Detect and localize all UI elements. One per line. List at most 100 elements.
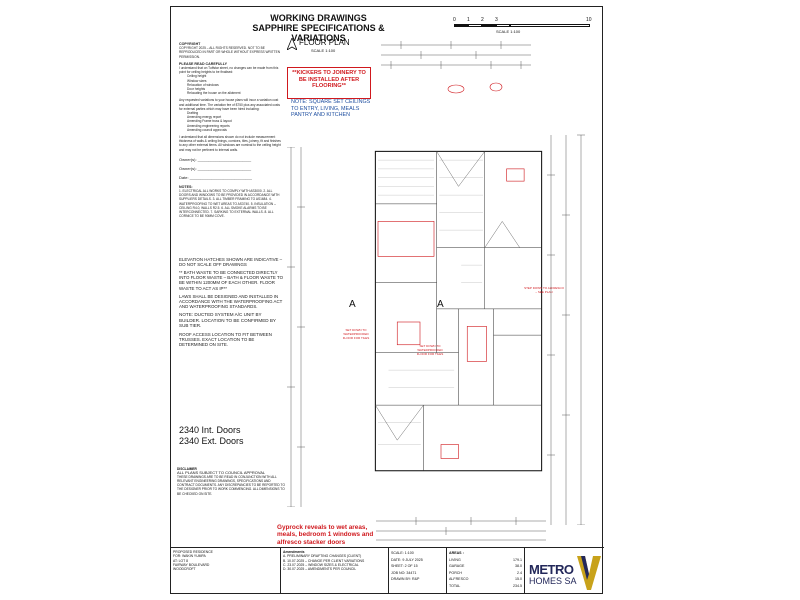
scale-bar: 0 1 2 3 10 SCALE 1:100 [453,17,592,35]
bullet-item: Door heights [187,87,206,92]
please-heading: PLEASE READ CAREFULLY [179,61,227,66]
understand-text: I understand that all dimensions shown d… [179,135,281,152]
logo-chevron-icon [577,556,601,590]
red-note: STEP DOWN TO ALFRESCO – SEE PLAN [524,286,564,294]
scale-segment [510,24,590,27]
amendment-item: B. 10.07.2025 – CHANGE PER CLIENT VARIAT… [283,558,365,563]
north-arrow-icon [287,38,297,50]
area-value: 234.5 [513,583,522,588]
area-value: 38.0 [515,564,522,569]
amendment-item: C. 23.07.2025 – WINDOW SIZES & ELECTRICA… [283,562,359,567]
ext-doors: 2340 Ext. Doors [179,436,244,446]
owner-label: Owner(s): [179,156,197,162]
area-label: GARAGE [449,564,465,569]
scale-tick: 2 [481,17,484,23]
scale-caption: SCALE 1:100 [496,29,521,34]
sheet-value: 2 OF 15 [404,564,418,569]
date-label: Date: [179,174,189,180]
logo-text-metro: METRO [529,562,574,577]
bullet-item: Amending Frame truss & layout [187,119,232,124]
copyright-heading: COPYRIGHT [179,42,201,46]
amendment-item: A. PRELIMINARY DRAFTING CHANGES (CLIENT) [283,554,362,559]
amendment-item: D. 30.07.2025 – AMENDMENTS PER COUNCIL [283,567,357,572]
disclaimer-line1: ALL PLANS SUBJECT TO COUNCIL APPROVAL [177,470,266,476]
area-value: 15.0 [515,577,522,582]
floor-plan-scale: SCALE 1:100 [311,48,336,53]
area-label: ALFRESCO [449,577,469,582]
client-name: WAKIN YUMPA [182,554,206,559]
bullet-item: Amending energy report [187,115,222,120]
floor-plan-drawing [374,150,543,472]
bullet-item: Window sizes [187,78,207,83]
scale-segment [496,24,510,27]
at-label: AT: [173,558,178,563]
drawing-title-line1: WORKING DRAWINGS [270,13,367,23]
scale-segment [454,24,468,27]
drawn-value: R&P [412,577,420,582]
drawing-sheet: WORKING DRAWINGS SAPPHIRE SPECIFICATIONS… [170,6,604,594]
amendments-heading: Amendments [283,550,305,554]
elevation-note: ELEVATION HATCHES SHOWN ARE INDICATIVE –… [179,256,283,267]
owner-label: Owner(s): [179,165,197,171]
bullet-item: Relocating the house on the allotment [187,91,241,96]
job-label: JOB NO: [391,570,406,575]
door-heights: 2340 Int. Doors 2340 Ext. Doors [179,425,244,447]
extra-text: Any requested variations to your house p… [179,98,280,111]
ceiling-note: NOTE: SQUARE SET CEILINGS TO ENTRY, LIVI… [291,99,371,119]
copyright-text: COPYRIGHT 2025 – ALL RIGHTS RESERVED. NO… [179,46,281,59]
sheet-label: SHEET: [391,564,404,569]
sheet-info-cell: SCALE: 1:100 DATE: 9 JULY 2025 SHEET: 2 … [389,548,447,594]
laws-note: LAWS SHALL BE DESIGNED AND INSTALLED IN … [179,293,283,310]
scale-tick: 10 [586,17,592,23]
date-field: Date: ____________________________ [179,174,252,180]
red-note: SET DOWN TO WATERPROOFED FLOOR FOR TILES [416,344,444,356]
section-marker-right: A [437,299,444,310]
area-label: PORCH [449,570,462,575]
notes-heading: NOTES: [179,184,193,189]
area-value: 2.4 [517,570,522,575]
bath-note: ** BATH WASTE TO BE CONNECTED DIRECTLY I… [179,269,284,291]
owner-field-1: Owner(s): ________________________ [179,156,252,162]
title-block: PROPOSED RESIDENCE FOR: WAKIN YUMPA AT: … [171,547,604,594]
notes-column: COPYRIGHT COPYRIGHT 2025 – ALL RIGHTS RE… [179,42,283,350]
for-label: FOR: [173,554,182,559]
amendments-cell: Amendments A. PRELIMINARY DRAFTING CHANG… [281,548,389,594]
disclaimer-heading: DISCLAIMER [177,467,197,471]
date-label: DATE: [391,557,402,562]
bullet-item: Drafting [187,111,199,116]
floor-plan-title: FLOOR PLAN [299,38,350,47]
logo-text-homes: HOMES SA [529,576,577,586]
lot: LOT 8 [178,558,188,563]
address-line2: WOODCROFT [173,567,196,572]
date-value: 9 JULY 2025 [402,557,423,562]
area-value: 179.1 [513,557,522,562]
scale-segment [482,24,496,27]
area-label: TOTAL [449,583,461,588]
bullet-item: Amending council approvals [187,127,227,132]
scale-value: 1:100 [404,551,414,555]
section-marker-left: A [349,299,356,310]
please-text: I understand that on Tuffstar street, no… [179,66,279,75]
job-value: 34471 [406,570,417,575]
owner-field-2: Owner(s): ________________________ [179,165,252,171]
right-dimension-lines [547,134,585,525]
areas-heading: AREAS : [449,551,464,555]
left-dimension-lines [287,147,305,507]
area-label: LIVING [449,557,461,562]
project-cell: PROPOSED RESIDENCE FOR: WAKIN YUMPA AT: … [171,548,281,594]
bullet-item: Relocation of windows [187,82,219,87]
scale-tick: 3 [495,17,498,23]
drawn-label: DRAWN BY: [391,577,412,582]
bottom-dimension-lines [376,517,546,541]
metro-homes-logo: METRO HOMES SA [525,548,603,594]
project-label: PROPOSED RESIDENCE [173,550,213,554]
bullet-item: Ceiling height [187,74,207,79]
bullet-item: Amending engineering reports [187,123,230,128]
address-line1: FAIRWAY BOULEVARD [173,562,210,567]
notes-text: 1. ELECTRICAL ALL WORKS TO COMPLY WITH A… [179,189,280,219]
red-note: SET DOWN TO WATERPROOFED FLOOR FOR TILES [342,328,370,340]
disclaimer: DISCLAIMER ALL PLANS SUBJECT TO COUNCIL … [177,467,285,496]
scale-label: SCALE: [391,551,404,555]
disclaimer-text: THESE DRAWINGS ARE TO BE READ IN CONJUNC… [177,475,285,496]
